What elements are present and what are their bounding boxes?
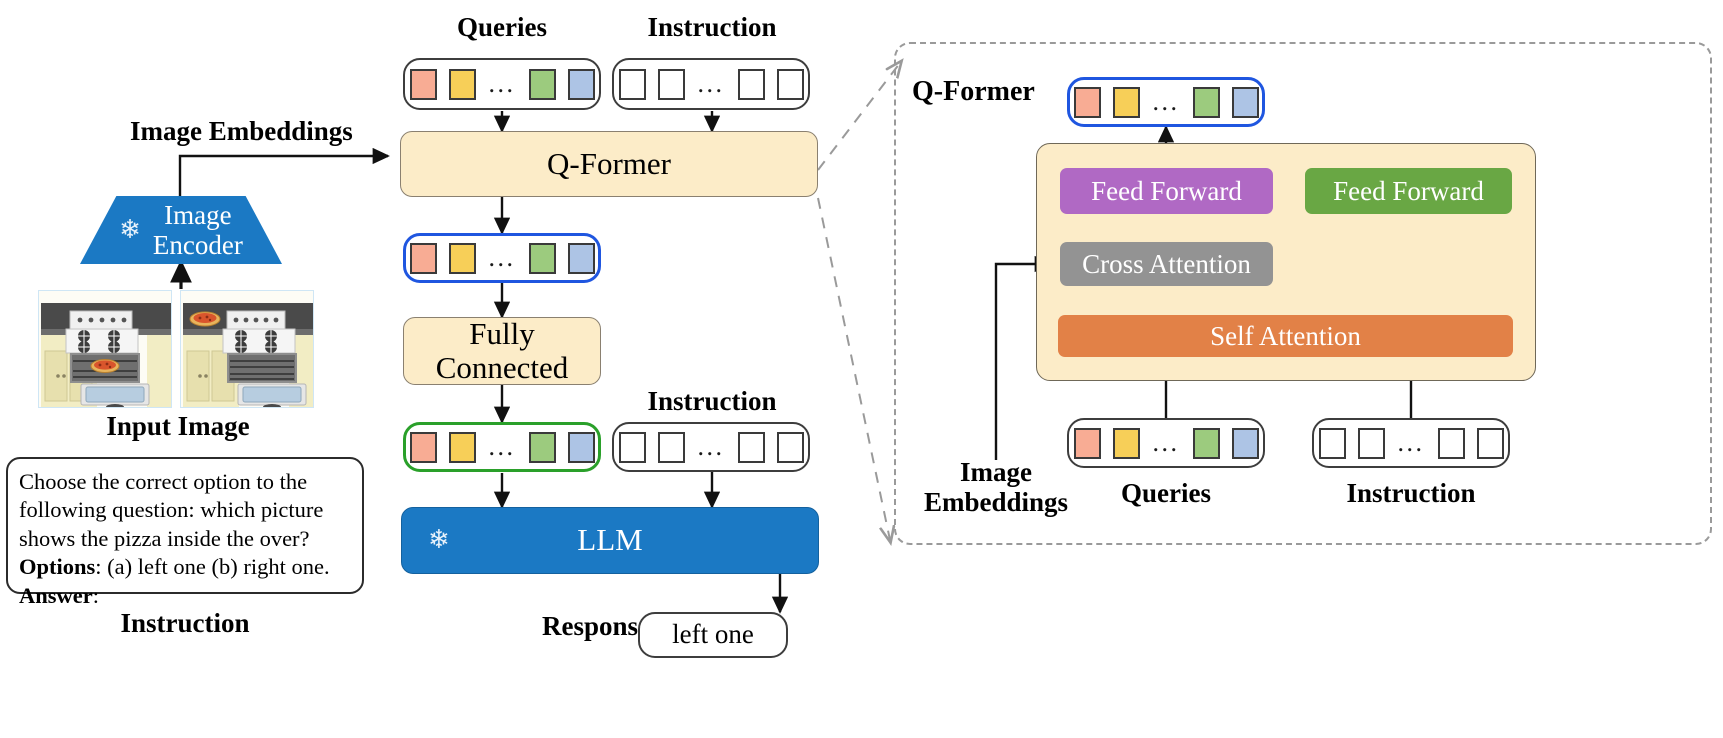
label-image-embeddings: Image Embeddings (130, 116, 353, 146)
query-token-1 (409, 242, 437, 274)
instruction-token-strip-mid: ... (612, 422, 810, 472)
query-token-1 (1073, 86, 1101, 118)
label-instruction-mid: Instruction (647, 386, 777, 416)
query-token-3 (1192, 86, 1220, 118)
instruction-text-card: Choose the correct option to the followi… (6, 457, 364, 608)
qformer-output-token-strip: ... (403, 233, 601, 283)
instruction-token-1 (1318, 427, 1346, 459)
instruction-token-2 (1357, 427, 1385, 459)
stove-pizza-inside-oven-illustration (39, 291, 171, 407)
instruction-token-strip-top: ... (612, 58, 810, 110)
instruction-token-4 (1476, 427, 1504, 459)
label-instruction-top: Instruction (647, 12, 777, 42)
query-token-1 (409, 431, 437, 463)
stove-pizza-on-counter-illustration (181, 291, 313, 407)
query-token-4 (1231, 86, 1259, 118)
instruction-token-1 (618, 68, 646, 100)
query-token-1 (409, 68, 437, 100)
snowflake-icon: ❄ (119, 215, 141, 245)
input-image-right (180, 290, 314, 408)
query-token-4 (567, 68, 595, 100)
label-instruction-right: Instruction (1346, 478, 1476, 508)
query-token-4 (1231, 427, 1259, 459)
response-value-box: left one (638, 612, 788, 658)
fully-connected-block: Fully Connected (403, 316, 601, 385)
query-token-2 (448, 242, 476, 274)
instruction-token-1 (618, 431, 646, 463)
instruction-line-2: following question: which picture (19, 497, 324, 523)
query-token-4 (567, 242, 595, 274)
options-label: Options (19, 554, 96, 580)
ellipsis: ... (1397, 427, 1425, 457)
projected-token-strip: ... (403, 422, 601, 472)
qformer-detail-panel (894, 42, 1712, 545)
instruction-token-3 (1437, 427, 1465, 459)
answer-label: Answer (19, 582, 93, 608)
instruction-token-4 (776, 68, 804, 100)
instruction-token-3 (737, 431, 765, 463)
llm-label: LLM (577, 522, 643, 558)
instruction-token-2 (657, 431, 685, 463)
query-token-2 (448, 68, 476, 100)
llm-block: ❄ LLM (401, 507, 819, 574)
instruction-answer-line: Answer: (19, 582, 351, 610)
ellipsis: ... (697, 431, 725, 461)
query-token-3 (528, 68, 556, 100)
ellipsis: ... (697, 68, 725, 98)
query-token-4 (567, 431, 595, 463)
label-queries-top: Queries (457, 12, 547, 42)
label-input-image: Input Image (106, 411, 250, 441)
image-encoder-block: ❄ Image Encoder (80, 196, 282, 264)
ellipsis: ... (488, 431, 516, 461)
image-encoder-label: Image Encoder (152, 199, 243, 260)
label-qformer-panel-title: Q-Former (912, 76, 1035, 107)
query-token-3 (528, 431, 556, 463)
instruction-options-line: Options: (a) left one (b) right one. (19, 553, 351, 581)
options-value: : (a) left one (b) right one. (95, 554, 330, 580)
query-token-2 (1112, 86, 1140, 118)
instruction-token-2 (657, 68, 685, 100)
queries-token-strip-top: ... (403, 58, 601, 110)
ellipsis: ... (488, 242, 516, 272)
instruction-line-1: Choose the correct option to the (19, 469, 308, 494)
instruction-token-3 (737, 68, 765, 100)
feed-forward-left-block: Feed Forward (1060, 168, 1273, 214)
instruction-token-strip-right: ... (1312, 418, 1510, 468)
query-token-3 (528, 242, 556, 274)
input-image-left (38, 290, 172, 408)
query-token-2 (1112, 427, 1140, 459)
feed-forward-right-block: Feed Forward (1305, 168, 1512, 214)
query-token-1 (1073, 427, 1101, 459)
label-instruction-bottom-left: Instruction (120, 608, 250, 638)
queries-token-strip-right: ... (1067, 418, 1265, 468)
qformer-block: Q-Former (400, 131, 818, 197)
query-token-2 (448, 431, 476, 463)
instruction-line-3: shows the pizza inside the over? (19, 525, 310, 551)
qformer-detail-output-token-strip: ... (1067, 77, 1265, 127)
label-queries-right: Queries (1121, 478, 1211, 508)
ellipsis: ... (488, 68, 516, 98)
query-token-3 (1192, 427, 1220, 459)
ellipsis: ... (1152, 427, 1180, 457)
answer-value: : (92, 582, 100, 608)
instruction-token-4 (776, 431, 804, 463)
label-image-embeddings-right: Image Embeddings (923, 457, 1069, 518)
label-response: Response (541, 611, 650, 641)
snowflake-icon: ❄ (428, 525, 450, 555)
self-attention-block: Self Attention (1058, 315, 1513, 357)
cross-attention-block: Cross Attention (1060, 242, 1273, 286)
ellipsis: ... (1152, 86, 1180, 116)
